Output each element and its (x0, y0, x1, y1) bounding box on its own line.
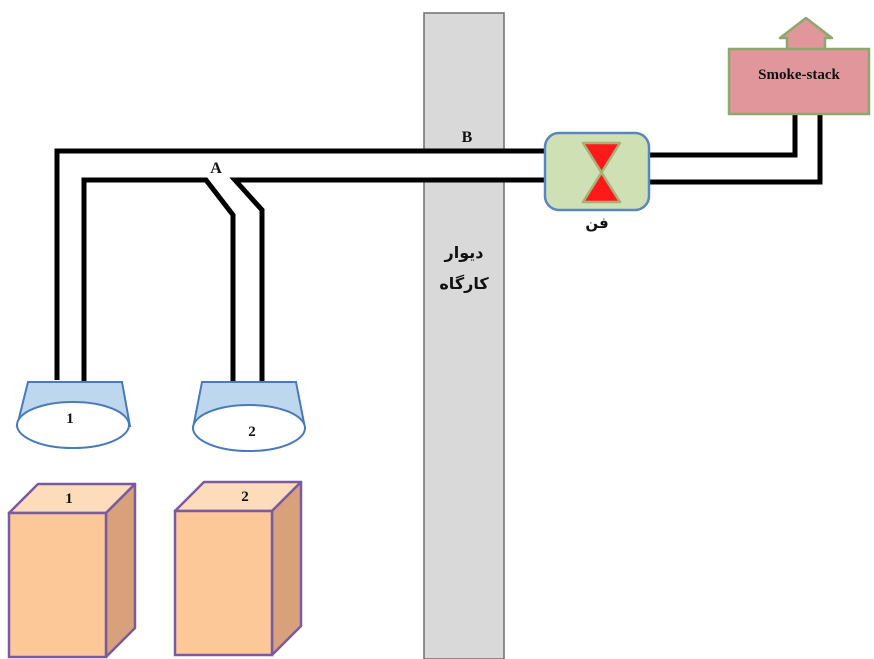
hood-2-label: 2 (248, 424, 256, 440)
box-2-side (270, 480, 303, 657)
fan-blade-icon (581, 141, 622, 204)
hood-1-opening (16, 401, 130, 449)
duct-branch2-outer (229, 177, 545, 382)
smokestack-up-arrow-icon (778, 16, 834, 52)
smokestack-label: Smoke-stack (758, 67, 840, 83)
point-a-label: A (210, 160, 222, 177)
wall-duct-opening (423, 151, 505, 179)
hood-2-opening (192, 404, 306, 452)
duct-fan-to-stack-lower (648, 112, 823, 185)
source-box-2 (173, 480, 303, 657)
source-box-1 (7, 482, 137, 659)
fan-label: فن (585, 214, 608, 232)
box-1-front (7, 511, 108, 659)
hood-2 (191, 381, 307, 452)
box-1-label: 1 (65, 491, 73, 507)
smokestack (727, 16, 871, 116)
wall-label-line1: دیوار (444, 243, 484, 262)
hood-1-label: 1 (66, 411, 74, 427)
point-b-label: B (462, 129, 473, 146)
duct-outer-wall (54, 148, 545, 380)
fan (543, 131, 651, 212)
wall-label-line2: کارگاه (439, 274, 489, 293)
workshop-wall (423, 12, 505, 659)
duct-fan-to-stack-upper (648, 112, 798, 158)
smokestack-box (727, 47, 871, 116)
fan-housing (543, 131, 651, 212)
box-2-label: 2 (241, 489, 249, 505)
box-2-front (173, 509, 274, 657)
duct-branch1-inner (81, 177, 236, 382)
hood-1 (15, 381, 132, 449)
box-1-side (104, 482, 137, 659)
